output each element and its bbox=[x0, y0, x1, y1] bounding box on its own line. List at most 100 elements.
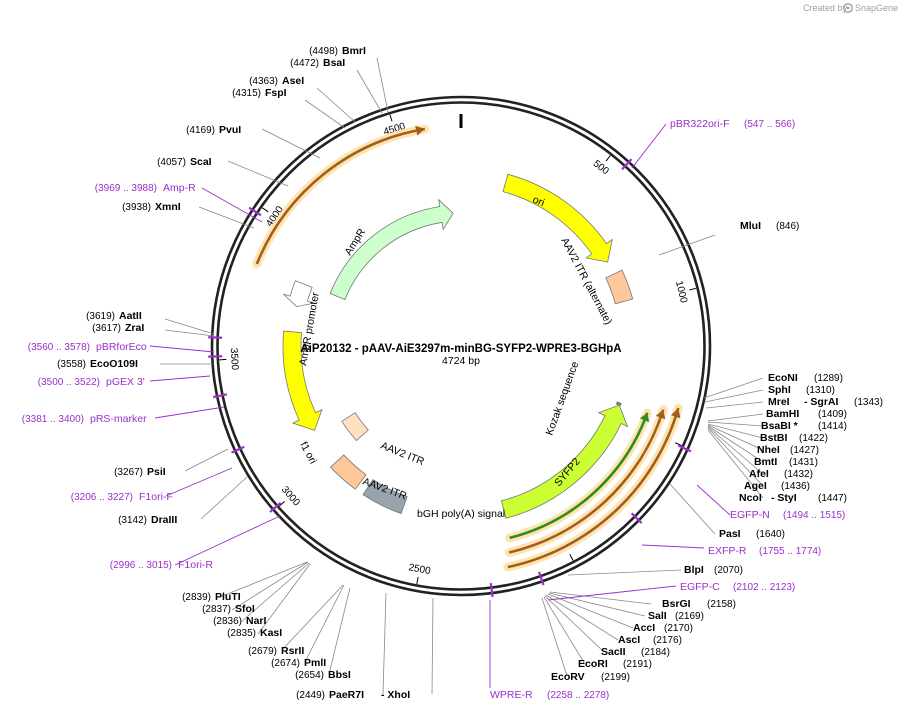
enzyme-fspi: FspI bbox=[265, 87, 287, 99]
primer-range-egfp-c: (2102 .. 2123) bbox=[733, 582, 795, 593]
feature-kozak-sequence bbox=[615, 401, 622, 407]
enzyme-pasi: PasI bbox=[719, 528, 741, 540]
enzyme-bsrgi: BsrGI bbox=[662, 598, 691, 610]
primer-tick-f1ori-f bbox=[231, 445, 245, 454]
enzyme-pos-draiii: (3142) bbox=[118, 515, 147, 526]
enzyme-ecorv: EcoRV bbox=[551, 671, 585, 683]
primer-tick-wpre-r bbox=[489, 582, 494, 598]
enzyme-pos-scai: (4057) bbox=[157, 157, 186, 168]
credit-brand: SnapGene bbox=[855, 3, 898, 13]
primer-f1ori-r: F1ori-R bbox=[178, 559, 213, 571]
enzyme-pos-bbsi: (2654) bbox=[295, 670, 324, 681]
enzyme-asei: AseI bbox=[282, 75, 304, 87]
tick-2500 bbox=[416, 576, 419, 585]
enzyme-draiii: DraIII bbox=[151, 514, 177, 526]
enzyme-pos-kasi: (2835) bbox=[227, 628, 256, 639]
primer-ticks bbox=[208, 158, 692, 598]
tick-1500 bbox=[674, 442, 682, 447]
enzyme-pos-nari: (2836) bbox=[213, 616, 242, 627]
feature-ampr-promoter bbox=[283, 280, 315, 308]
enzyme-pos-pasi: (1640) bbox=[756, 529, 785, 540]
enzyme-bstbi: BstBI bbox=[760, 432, 788, 444]
feature-bgh-polya-signal bbox=[362, 479, 408, 515]
enzyme-sacii: SacII bbox=[601, 646, 626, 658]
enzyme-ncoi: NcoI bbox=[739, 492, 762, 504]
primer-wpre-r: WPRE-R bbox=[490, 689, 533, 701]
backbone-inner-ring bbox=[216, 101, 706, 591]
enzyme-pos-sali: (2169) bbox=[675, 611, 704, 622]
primer-range-pbrforeco: (3560 .. 3578) bbox=[28, 342, 90, 353]
enzyme-aatii: AatII bbox=[119, 310, 142, 322]
enzyme-pluti: PluTI bbox=[215, 591, 241, 603]
enzyme-bbsi: BbsI bbox=[328, 669, 351, 681]
tick-500 bbox=[605, 155, 611, 162]
feature-label-aav2-itr-2: AAV2 ITR bbox=[379, 440, 426, 468]
enzyme-pos-zrai: (3617) bbox=[92, 323, 121, 334]
feature-label-kozak: Kozak sequence bbox=[544, 360, 582, 437]
enzyme-pos-ecoo109i: (3558) bbox=[57, 359, 86, 370]
feature-f1-ori bbox=[282, 330, 323, 431]
enzyme-pmli: PmlI bbox=[304, 657, 326, 669]
enzyme-ecori: EcoRI bbox=[578, 658, 608, 670]
enzyme-pos-pluti: (2839) bbox=[182, 592, 211, 603]
enzyme-xhoi: - XhoI bbox=[381, 689, 410, 701]
enzyme-pos-afei: (1432) bbox=[784, 469, 813, 480]
enzyme-pos-sgrai: (1343) bbox=[854, 397, 883, 408]
feature-label-f1-ori: f1 ori bbox=[297, 440, 319, 466]
tick-label-1000: 1000 bbox=[673, 280, 689, 305]
primer-range-f1ori-f: (3206 .. 3227) bbox=[71, 492, 133, 503]
primer-range-amp-r: (3969 .. 3988) bbox=[95, 183, 157, 194]
primer-labels: pBR322ori-F (547 .. 566) (3969 .. 3988) … bbox=[22, 118, 846, 701]
enzyme-pos-styi: (1447) bbox=[818, 493, 847, 504]
enzyme-pos-sphi: (1310) bbox=[806, 385, 835, 396]
tick-label-500: 500 bbox=[591, 158, 611, 177]
tick-4000 bbox=[262, 207, 269, 213]
primer-leaders bbox=[149, 123, 731, 688]
primer-range-prs-marker: (3381 .. 3400) bbox=[22, 414, 84, 425]
tick-label-3000: 3000 bbox=[279, 484, 302, 508]
primer-pbrforeco: pBRforEco bbox=[96, 341, 147, 353]
enzyme-paer7i: PaeR7I bbox=[329, 689, 364, 701]
primer-tick-exfp-r bbox=[630, 512, 643, 524]
enzyme-pos-pvui: (4169) bbox=[186, 125, 215, 136]
primer-range-wpre-r: (2258 .. 2278) bbox=[547, 690, 609, 701]
enzyme-bmri: BmrI bbox=[342, 45, 366, 57]
enzyme-pos-acci: (2170) bbox=[664, 623, 693, 634]
enzyme-acci: AccI bbox=[633, 622, 655, 634]
backbone-outer-ring bbox=[210, 95, 712, 597]
enzyme-sgrai: - SgrAI bbox=[804, 396, 839, 408]
primer-tick-amp-r bbox=[248, 206, 262, 217]
enzyme-mlui: MluI bbox=[740, 220, 761, 232]
enzyme-sfoi: SfoI bbox=[235, 603, 255, 615]
primer-pgex3: pGEX 3' bbox=[106, 376, 145, 388]
enzyme-pos-nhei: (1427) bbox=[790, 445, 819, 456]
plasmid-length: 4724 bp bbox=[442, 355, 480, 367]
feature-label-bgh: bGH poly(A) signal bbox=[417, 508, 505, 520]
enzyme-scai: ScaI bbox=[190, 156, 212, 168]
enzyme-bamhi: BamHI bbox=[766, 408, 799, 420]
primer-range-pbr322ori-f: (547 .. 566) bbox=[744, 119, 795, 130]
enzyme-econi: EcoNI bbox=[768, 372, 798, 384]
enzyme-pos-pmli: (2674) bbox=[271, 658, 300, 669]
orf-syfp2-outer-arrowhead bbox=[670, 408, 681, 419]
enzyme-pos-rsrii: (2679) bbox=[248, 646, 277, 657]
enzyme-pos-econi: (1289) bbox=[814, 373, 843, 384]
primer-f1ori-f: F1ori-F bbox=[139, 491, 173, 503]
primer-tick-pgex-3 bbox=[208, 355, 223, 358]
tick-label-3500: 3500 bbox=[228, 348, 240, 371]
enzyme-nari: NarI bbox=[246, 615, 267, 627]
feature-aav2-itr-2 bbox=[341, 412, 369, 442]
enzyme-pos-bamhi: (1409) bbox=[818, 409, 847, 420]
primer-tick-pbr322ori-f bbox=[621, 158, 633, 171]
enzyme-zrai: ZraI bbox=[125, 322, 144, 334]
credit-prefix: Created by bbox=[803, 3, 848, 13]
primer-range-exfp-r: (1755 .. 1774) bbox=[759, 546, 821, 557]
primer-range-f1ori-r: (2996 .. 3015) bbox=[110, 560, 172, 571]
primer-pbr322ori-f: pBR322ori-F bbox=[670, 118, 730, 130]
orf-syfp2-middle bbox=[508, 409, 665, 554]
enzyme-styi: - StyI bbox=[771, 492, 797, 504]
enzyme-pos-psii: (3267) bbox=[114, 467, 143, 478]
primer-tick-egfp-c bbox=[537, 571, 545, 586]
enzyme-pos-aatii: (3619) bbox=[86, 311, 115, 322]
